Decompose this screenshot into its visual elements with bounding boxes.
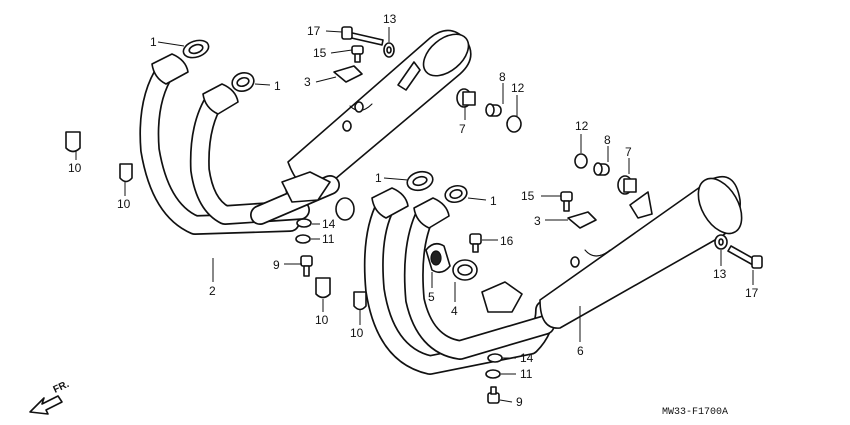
callout-15a: 15 xyxy=(313,46,327,60)
right-header-pipes xyxy=(363,195,555,375)
bolt-15a xyxy=(351,45,364,63)
sleeve-5 xyxy=(425,242,451,274)
collar-7b xyxy=(617,175,637,195)
left-outlet xyxy=(335,197,355,221)
bushing-8a xyxy=(485,103,502,117)
callout-10a: 10 xyxy=(68,161,82,175)
callout-14a: 14 xyxy=(322,217,336,231)
washer-11a xyxy=(295,234,311,244)
callout-9a: 9 xyxy=(273,258,280,272)
callout-15b: 15 xyxy=(521,189,535,203)
callout-8b: 8 xyxy=(604,133,611,147)
right-flange-front xyxy=(371,187,409,219)
bracket-3a xyxy=(333,65,363,83)
direction-label: FR. xyxy=(52,379,71,396)
right-muffler xyxy=(539,175,743,329)
callout-10c: 10 xyxy=(315,313,329,327)
callout-9b: 9 xyxy=(516,395,523,409)
left-collector xyxy=(281,171,331,203)
cap-nut-10a xyxy=(65,131,81,153)
bolt-17a xyxy=(341,26,384,46)
cap-nut-10d xyxy=(353,291,367,311)
bolt-9b xyxy=(487,386,500,404)
washer-11b xyxy=(485,369,501,379)
callout-3a: 3 xyxy=(304,75,311,89)
right-flange-rear xyxy=(413,197,450,229)
callout-13a: 13 xyxy=(383,12,397,26)
bolt-16 xyxy=(469,233,482,253)
right-collector xyxy=(481,281,523,313)
callout-7a: 7 xyxy=(459,122,466,136)
callout-8a: 8 xyxy=(499,70,506,84)
callout-4: 4 xyxy=(451,304,458,318)
bolt-17b xyxy=(727,245,763,269)
washer-13b xyxy=(714,234,728,250)
callout-11b: 11 xyxy=(520,367,533,381)
clamp-4 xyxy=(452,259,478,281)
callout-12b: 12 xyxy=(575,119,589,133)
washer-14b xyxy=(487,353,503,363)
callout-6: 6 xyxy=(577,344,584,358)
bolt-15b xyxy=(560,191,573,212)
callout-labels: 1 1 1 1 2 3 3 4 5 6 7 7 8 8 9 9 10 10 10… xyxy=(68,12,759,409)
callout-1d: 1 xyxy=(490,194,497,208)
left-exhaust-assembly xyxy=(139,29,472,235)
leader-lines xyxy=(75,27,754,403)
callout-5: 5 xyxy=(428,290,435,304)
drawing-code: MW33-F1700A xyxy=(662,407,728,418)
gasket-1d xyxy=(444,184,468,204)
left-header-pipes xyxy=(139,60,340,235)
callout-13b: 13 xyxy=(713,267,727,281)
callout-2: 2 xyxy=(209,284,216,298)
gasket-1b xyxy=(231,71,255,93)
bracket-3b xyxy=(567,211,597,229)
front-direction-arrow: FR. xyxy=(29,379,71,415)
callout-14b: 14 xyxy=(520,351,534,365)
left-flange-front xyxy=(151,53,189,85)
washer-13a xyxy=(383,42,395,58)
callout-12a: 12 xyxy=(511,81,525,95)
collar-7a xyxy=(456,88,476,108)
bushing-8b xyxy=(593,162,610,176)
callout-10d: 10 xyxy=(350,326,364,340)
washer-14a xyxy=(296,218,312,228)
callout-17b: 17 xyxy=(745,286,759,300)
cap-nut-10b xyxy=(119,163,133,183)
callout-1a: 1 xyxy=(150,35,157,49)
callout-11a: 11 xyxy=(322,232,335,246)
callout-3b: 3 xyxy=(534,214,541,228)
callout-1c: 1 xyxy=(375,171,382,185)
left-flange-rear xyxy=(202,83,239,115)
cap-nut-10c xyxy=(315,277,331,299)
gasket-1c xyxy=(406,170,434,192)
callout-7b: 7 xyxy=(625,145,632,159)
right-exhaust-assembly xyxy=(363,175,743,375)
nut-12b xyxy=(574,153,588,169)
callout-10b: 10 xyxy=(117,197,131,211)
left-muffler xyxy=(287,29,472,192)
callout-1b: 1 xyxy=(274,79,281,93)
gasket-1a xyxy=(182,39,210,59)
bolt-9a xyxy=(300,255,313,277)
callout-16: 16 xyxy=(500,234,514,248)
nut-12a xyxy=(506,115,522,133)
callout-17a: 17 xyxy=(307,24,321,38)
